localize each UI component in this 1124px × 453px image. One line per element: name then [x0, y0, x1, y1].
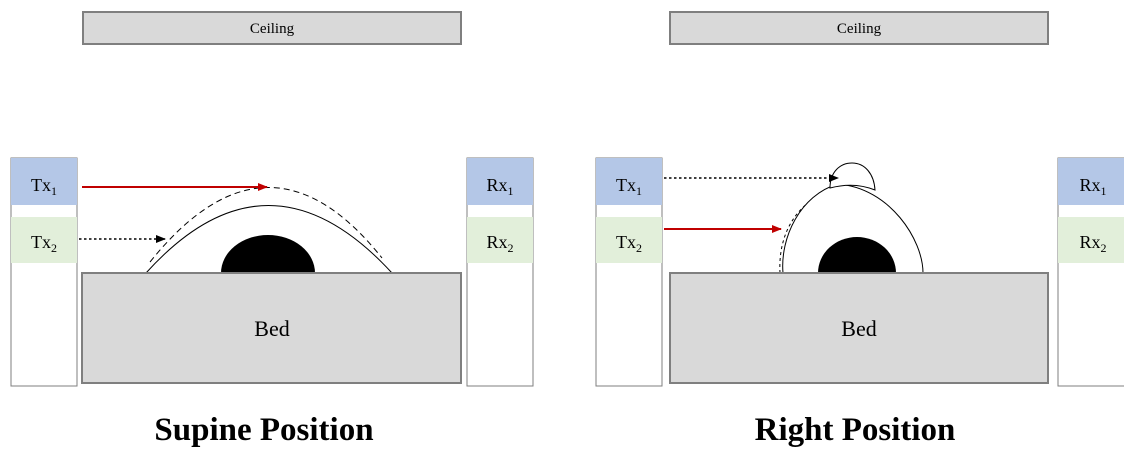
tx1-label: Tx1 [31, 175, 57, 198]
tx1-cell [11, 158, 77, 205]
tx2-cell [11, 217, 77, 263]
ceiling-box: Ceiling [82, 11, 462, 45]
rx-column: Rx1 Rx2 [466, 157, 534, 387]
rx2-cell [1058, 217, 1124, 263]
rx1-cell [1058, 158, 1124, 205]
ceiling-label: Ceiling [837, 21, 882, 37]
bed-label: Bed [254, 316, 289, 341]
body-shape [145, 187, 393, 274]
caption-supine: Supine Position [154, 412, 373, 448]
tx1-cell [596, 158, 662, 205]
spine-shape [221, 235, 315, 273]
rx1-label: Rx1 [486, 175, 513, 198]
tx1-label: Tx1 [616, 175, 642, 198]
caption-right: Right Position [755, 412, 956, 448]
shoulder-shape [829, 162, 876, 191]
tx2-cell [596, 217, 662, 263]
rx1-cell [467, 158, 533, 205]
rx2-label: Rx2 [486, 232, 513, 255]
panel-right: Ceiling Tx1 Tx2 Rx1 Rx2 Bed [595, 11, 1124, 448]
ceiling-label: Ceiling [250, 21, 295, 37]
rx2-cell [467, 217, 533, 263]
rx2-label: Rx2 [1079, 232, 1106, 255]
ceiling-box: Ceiling [669, 11, 1049, 45]
tx-column: Tx1 Tx2 [10, 157, 78, 387]
bed-box: Bed [81, 272, 462, 384]
tx2-label: Tx2 [616, 232, 642, 255]
rx-column: Rx1 Rx2 [1057, 157, 1124, 387]
tx2-label: Tx2 [31, 232, 57, 255]
bed-label: Bed [841, 316, 876, 341]
bed-box: Bed [669, 272, 1049, 384]
spine-shape [818, 237, 896, 273]
tx-column: Tx1 Tx2 [595, 157, 663, 387]
panel-supine: Ceiling Tx1 Tx2 Rx1 Rx2 Bed [10, 11, 534, 448]
rx1-label: Rx1 [1079, 175, 1106, 198]
body-shape [779, 162, 924, 274]
